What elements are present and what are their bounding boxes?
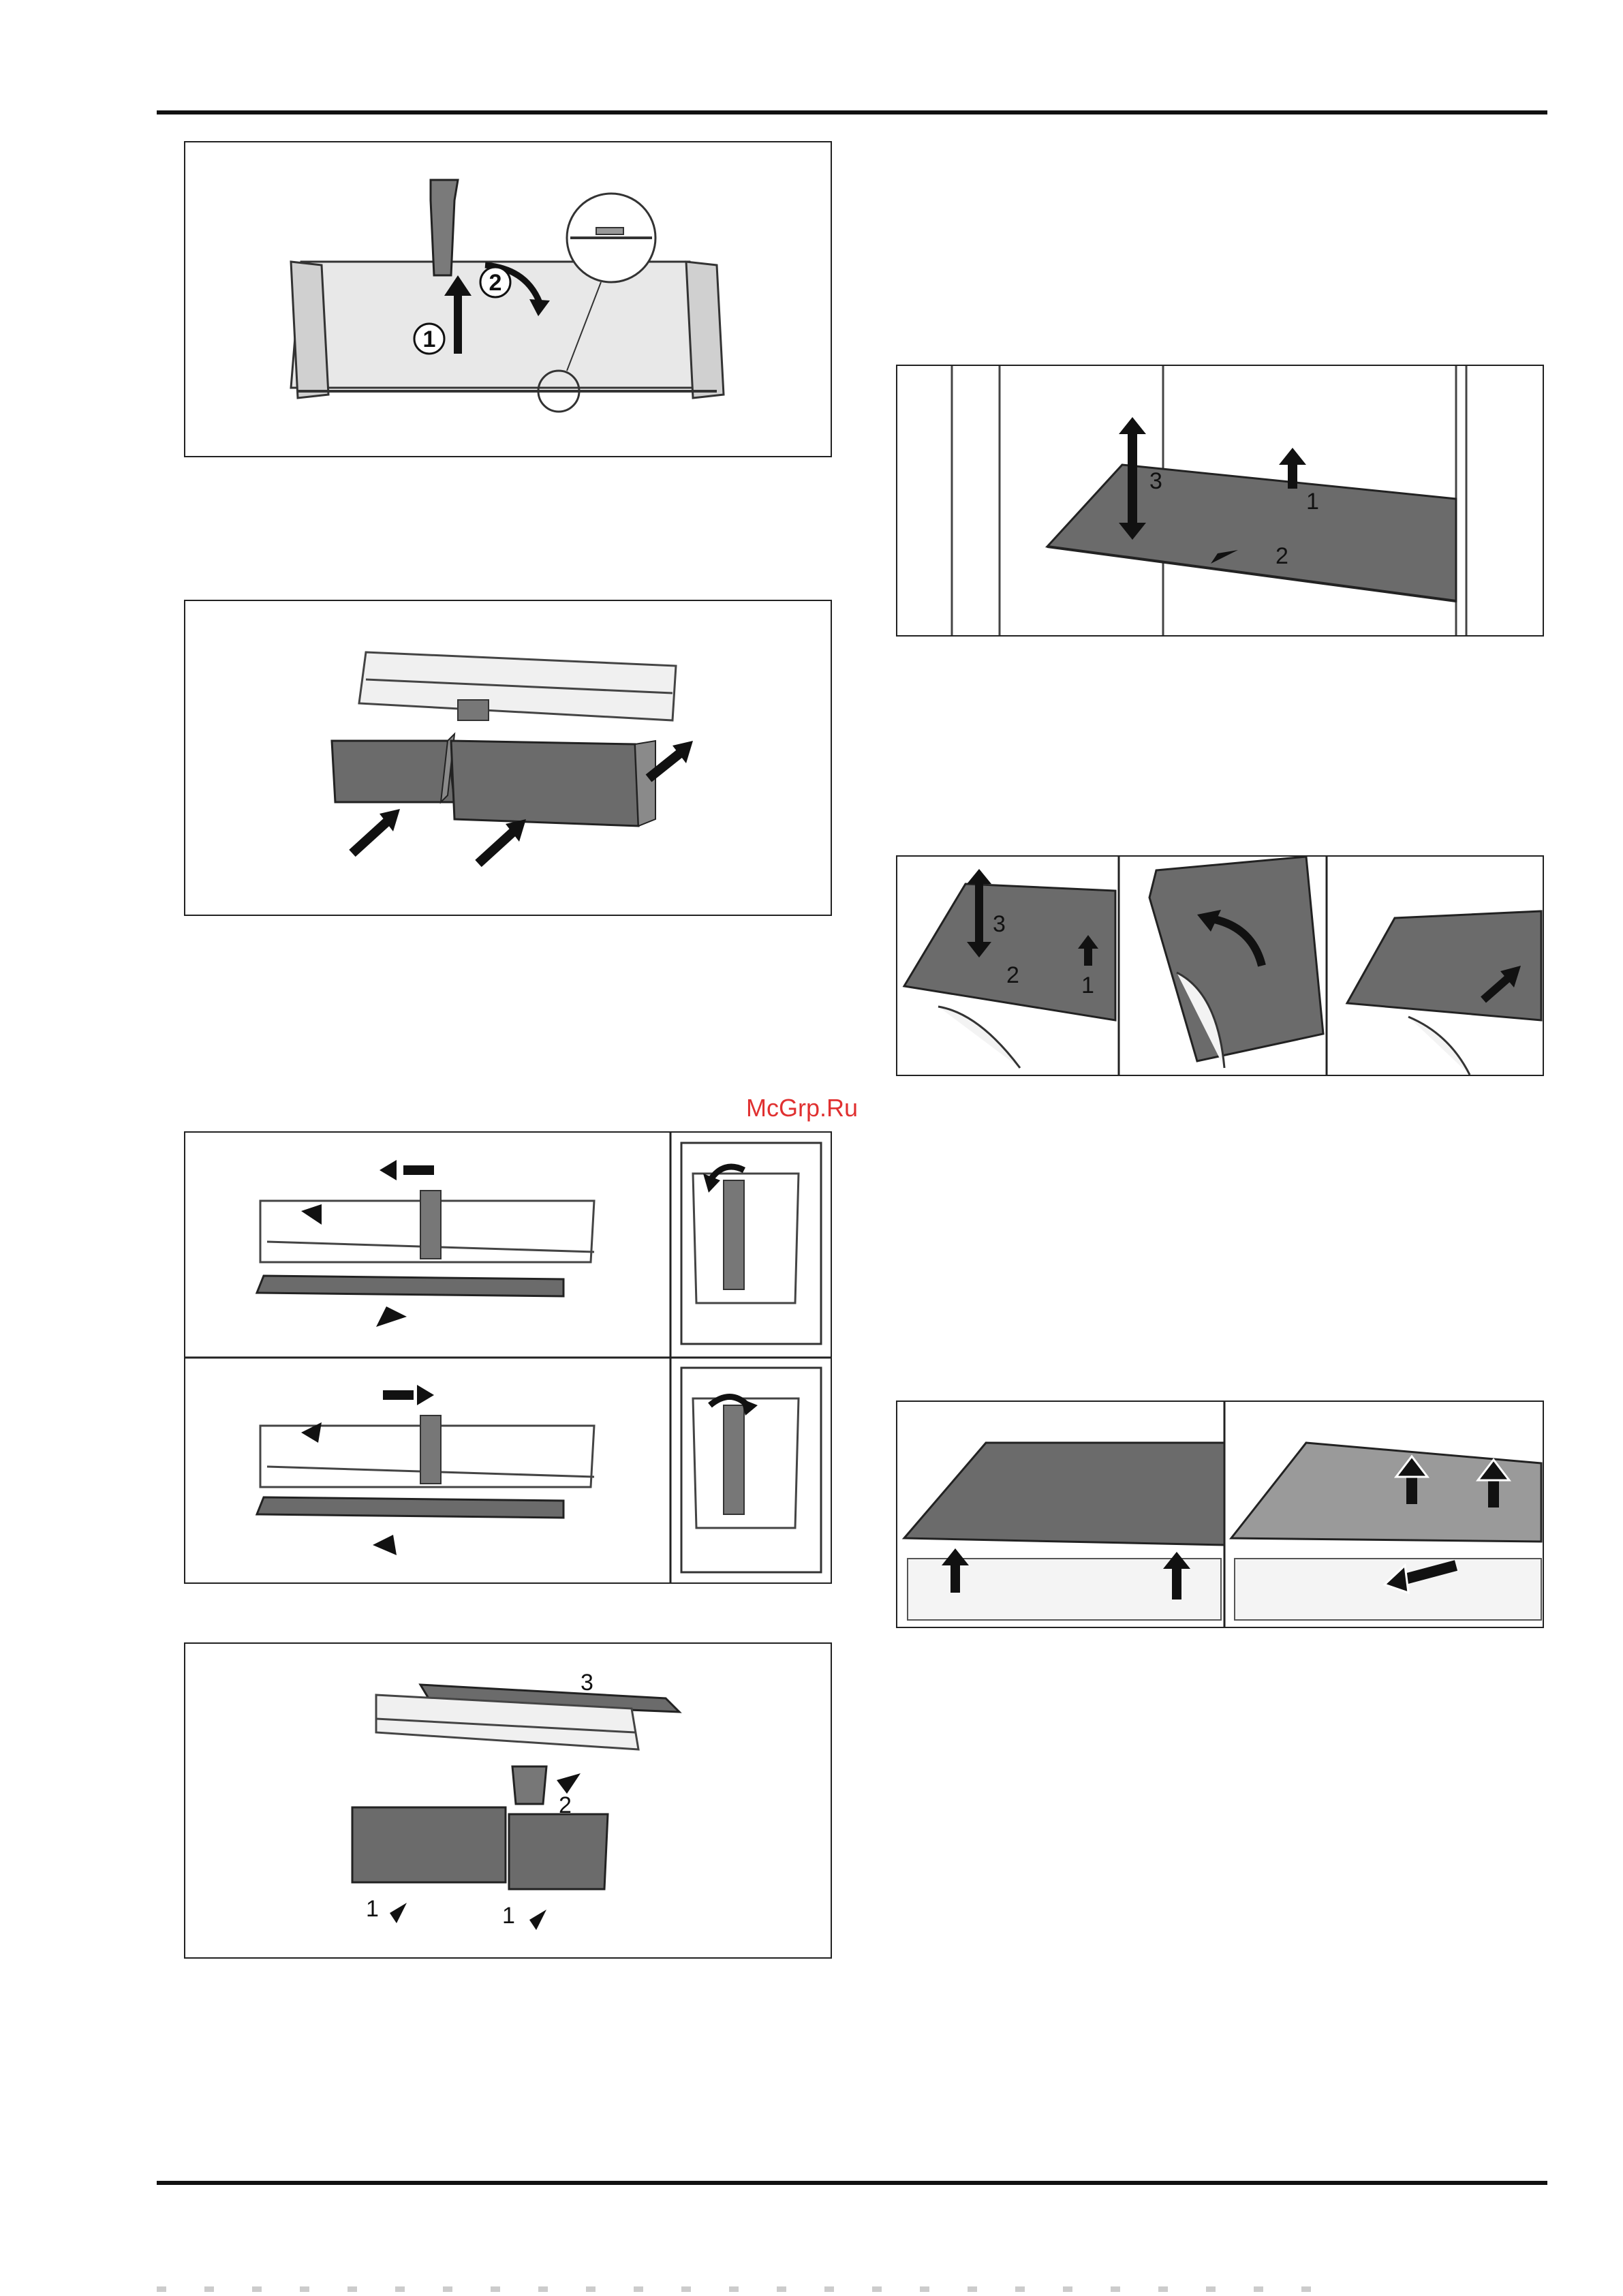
figure-bottom-shelf-insert [896,1400,1544,1628]
callout-1: 1 [1306,489,1319,515]
figure-bottle-shelf-clip-drawing: 1 2 [185,142,831,456]
figure-drawer-assembly [184,600,832,916]
figure-drawer-removal: 3 2 1 1 [184,1642,832,1959]
callout-2: 2 [559,1792,572,1818]
callout-1: 1 [1081,973,1094,998]
callout-1: 1 [423,326,436,352]
callout-3: 3 [1149,468,1162,494]
figure-shelf-removal-steps-drawing: 3 2 1 [897,857,1543,1075]
callout-2: 2 [489,270,502,296]
callout-1a: 1 [366,1896,379,1922]
figure-glass-shelf-slide [184,1131,832,1584]
figure-bottle-shelf-clip: 1 2 [184,141,832,457]
callout-2: 2 [1006,962,1019,988]
callout-3: 3 [993,911,1006,937]
figure-drawer-removal-drawing: 3 2 1 1 [185,1644,831,1957]
figure-shelf-removal-steps: 3 2 1 [896,855,1544,1076]
figure-glass-shelf-slide-drawing [185,1133,831,1582]
callout-1b: 1 [502,1903,515,1929]
top-rule [157,110,1547,114]
callout-3: 3 [581,1670,593,1696]
figure-shelf-rails-drawing: 3 1 2 [897,366,1543,635]
footer-scan-artifact [157,2286,1349,2292]
figure-bottom-shelf-insert-drawing [897,1402,1543,1627]
bottom-rule [157,2181,1547,2185]
figure-shelf-rails: 3 1 2 [896,365,1544,637]
callout-2: 2 [1276,543,1288,569]
figure-drawer-assembly-drawing [185,601,831,915]
watermark: McGrp.Ru [746,1094,858,1122]
